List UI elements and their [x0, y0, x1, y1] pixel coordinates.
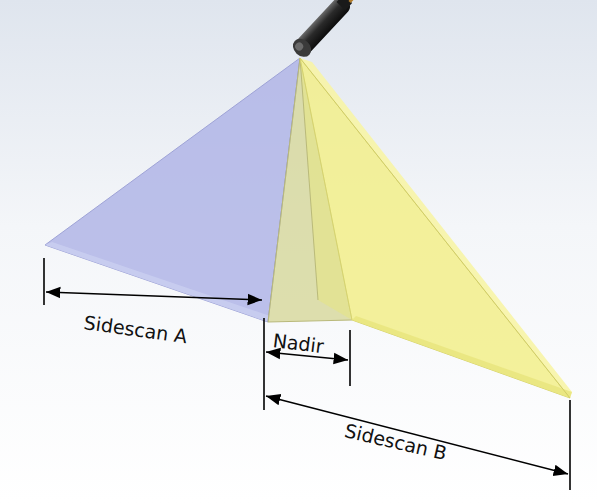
- sidescan-b-fan: [300, 58, 572, 398]
- auv-vehicle: [289, 0, 358, 60]
- dimension-lines: [44, 258, 570, 490]
- sidescan-a-fan: [45, 58, 300, 322]
- dimension-label: Nadir: [272, 331, 325, 356]
